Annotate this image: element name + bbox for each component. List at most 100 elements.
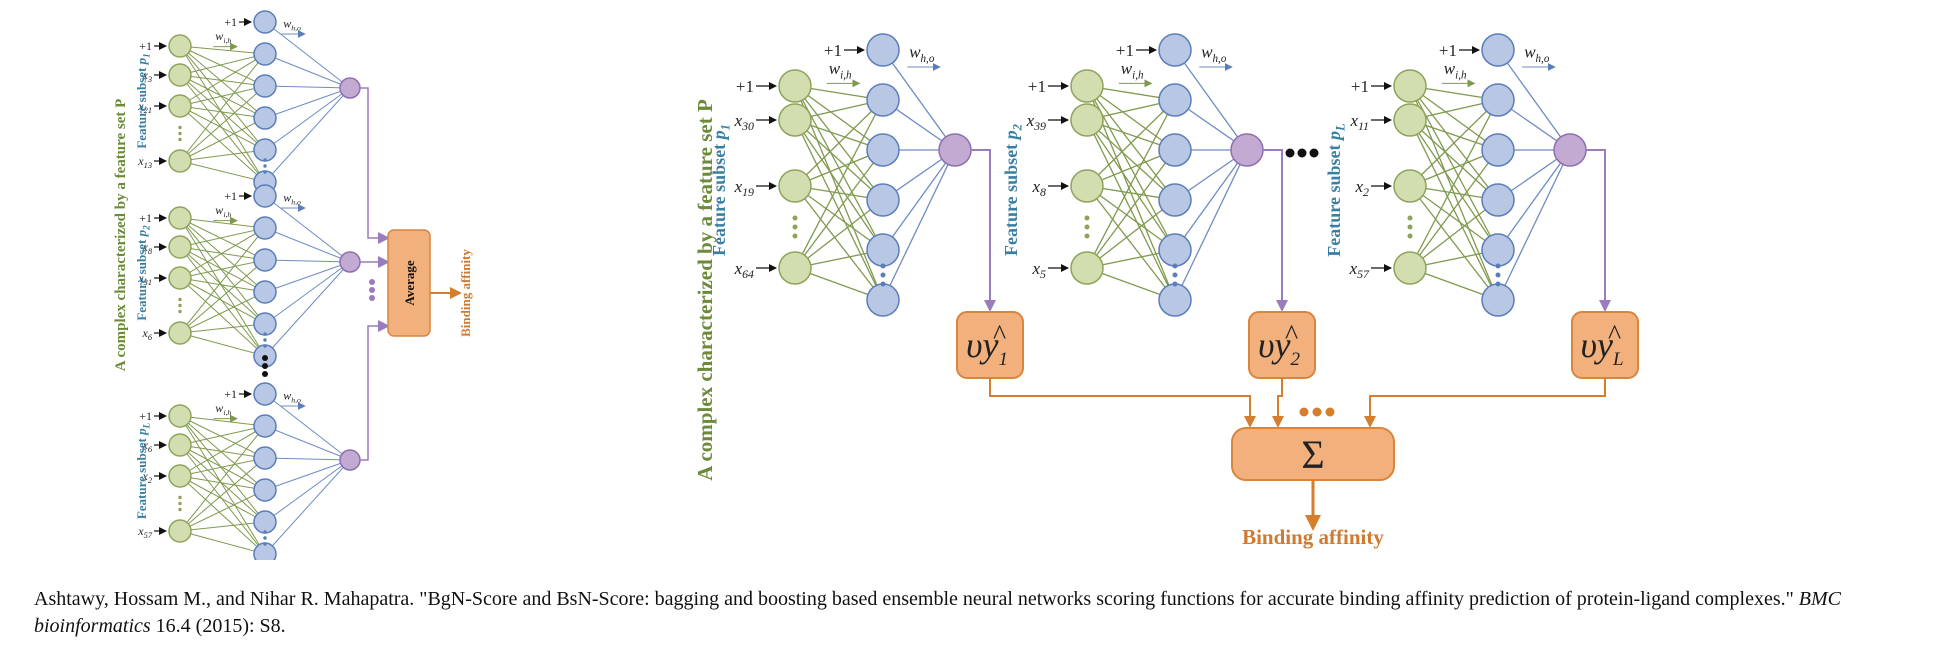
feature-subset-label: Feature subset p2 xyxy=(1001,123,1025,256)
input-ellipsis xyxy=(1084,215,1090,221)
network-ellipsis xyxy=(1309,148,1319,158)
input-node xyxy=(168,519,192,543)
hidden-node xyxy=(1481,83,1515,117)
input-hidden-connection xyxy=(179,45,266,151)
input-hidden-connection xyxy=(1409,85,1499,151)
input-hidden-connection xyxy=(179,45,266,55)
input-label: +1 xyxy=(139,39,152,53)
hidden-ellipsis xyxy=(880,272,886,278)
input-node xyxy=(778,69,812,103)
weight-in-label: wi,h xyxy=(215,203,231,219)
prediction-hat: ^ xyxy=(1608,320,1621,351)
input-hidden-connection xyxy=(1086,199,1176,269)
input-hidden-connection xyxy=(1409,119,1499,201)
input-hidden-connection xyxy=(179,415,266,427)
feature-subset-label: Feature subset p1 xyxy=(709,124,733,256)
hidden-ellipsis xyxy=(880,263,886,269)
input-hidden-connection xyxy=(179,259,266,334)
hidden-node xyxy=(866,183,900,217)
feature-subset-label: Feature subset p2 xyxy=(134,225,151,321)
input-hidden-connection xyxy=(179,217,266,293)
hidden-output-connection xyxy=(264,425,351,461)
input-hidden-connection xyxy=(794,119,884,201)
network-ellipsis xyxy=(1285,148,1295,158)
input-node xyxy=(1393,103,1427,137)
sum-input-ellipsis xyxy=(1325,407,1335,417)
hidden-node xyxy=(1158,133,1192,167)
input-ellipsis xyxy=(792,233,798,239)
input-hidden-connection xyxy=(179,425,266,532)
hidden-node xyxy=(1481,233,1515,267)
input-label: x3 xyxy=(141,68,152,84)
hidden-ellipsis xyxy=(263,332,267,336)
hidden-ellipsis xyxy=(263,530,267,534)
input-node xyxy=(168,464,192,488)
hidden-node xyxy=(253,414,277,438)
hidden-node xyxy=(253,184,277,208)
input-hidden-connection xyxy=(794,185,884,301)
input-ellipsis xyxy=(1407,224,1413,230)
input-hidden-connection xyxy=(179,105,266,119)
hidden-node xyxy=(1481,33,1515,67)
input-hidden-connection xyxy=(1086,99,1176,187)
hidden-bias-label: +1 xyxy=(1116,41,1134,60)
weight-out-label: wh,o xyxy=(283,190,301,206)
hidden-ellipsis xyxy=(1495,272,1501,278)
output-node xyxy=(339,77,361,99)
input-ellipsis xyxy=(178,303,182,308)
input-hidden-connection xyxy=(179,227,266,248)
input-hidden-connection xyxy=(179,160,266,183)
input-ellipsis xyxy=(178,125,182,130)
hidden-bias-label: +1 xyxy=(224,387,237,401)
input-hidden-connection xyxy=(1409,199,1499,269)
input-hidden-connection xyxy=(1409,99,1499,269)
hidden-output-connection xyxy=(264,261,351,293)
hidden-node xyxy=(253,280,277,304)
input-hidden-connection xyxy=(1086,185,1176,301)
hidden-node xyxy=(866,283,900,317)
input-ellipsis xyxy=(178,501,182,506)
input-label: x19 xyxy=(734,177,754,199)
input-label: x39 xyxy=(1026,111,1046,133)
input-hidden-connection xyxy=(179,457,266,477)
hidden-node xyxy=(1158,83,1192,117)
input-ellipsis xyxy=(1407,215,1413,221)
input-hidden-connection xyxy=(179,425,266,477)
input-hidden-connection xyxy=(179,415,266,523)
citation-authors-title: Ashtawy, Hossam M., and Nihar R. Mahapat… xyxy=(34,588,1799,610)
input-label: x6 xyxy=(141,326,152,342)
input-ellipsis xyxy=(178,495,182,500)
input-hidden-connection xyxy=(1086,149,1176,269)
average-box xyxy=(387,229,431,337)
hidden-output-connection xyxy=(264,259,351,263)
hidden-output-connection xyxy=(882,149,956,251)
hidden-node xyxy=(1481,133,1515,167)
input-hidden-connection xyxy=(179,217,266,261)
input-hidden-connection xyxy=(179,227,266,334)
weight-in-label: wi,h xyxy=(215,401,231,417)
hidden-output-connection xyxy=(264,227,351,263)
input-node xyxy=(168,34,192,58)
hidden-output-connection xyxy=(1497,49,1571,151)
input-node xyxy=(168,235,192,259)
input-hidden-connection xyxy=(794,99,884,269)
hidden-output-connection xyxy=(1174,49,1248,151)
input-node xyxy=(1393,251,1427,285)
output-node xyxy=(1230,133,1264,167)
input-hidden-connection xyxy=(179,45,266,119)
input-ellipsis xyxy=(178,297,182,302)
input-label: x2 xyxy=(141,469,152,485)
input-hidden-connection xyxy=(179,277,266,357)
hidden-node xyxy=(1158,283,1192,317)
output-node xyxy=(938,133,972,167)
input-hidden-connection xyxy=(179,217,266,357)
input-label: +1 xyxy=(736,77,754,96)
connector-ellipsis xyxy=(369,295,375,301)
hidden-output-connection xyxy=(264,459,351,523)
prediction-to-sum-connector xyxy=(1364,378,1606,428)
citation: Ashtawy, Hossam M., and Nihar R. Mahapat… xyxy=(34,586,1914,640)
prediction-label: υyL xyxy=(1580,325,1623,370)
input-label: x5 xyxy=(1032,259,1047,281)
input-node xyxy=(168,266,192,290)
